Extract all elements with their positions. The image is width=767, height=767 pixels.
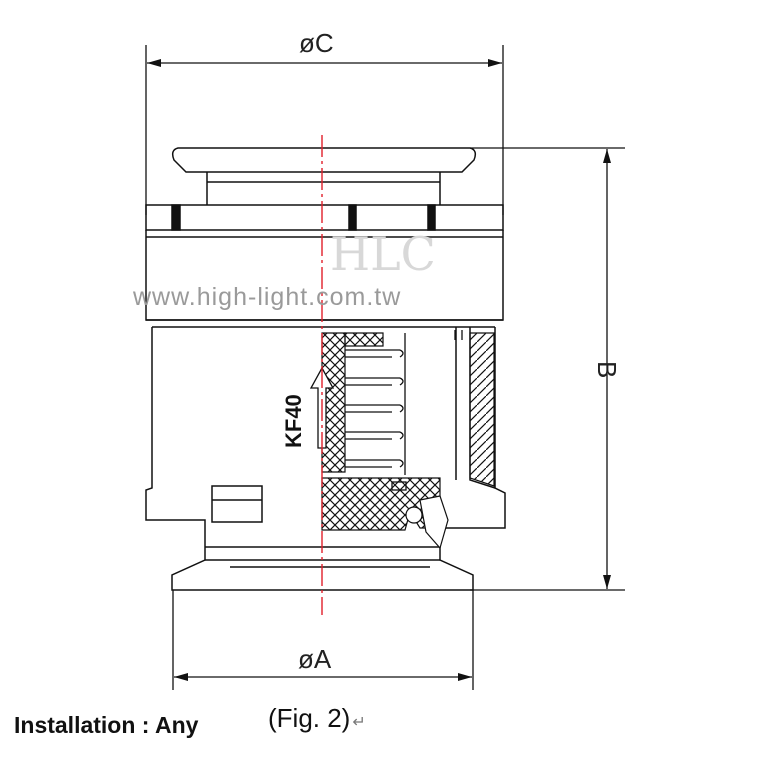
return-mark: ↵: [352, 714, 366, 731]
section-hatching: [321, 332, 495, 550]
dimension-a: [172, 590, 474, 690]
installation-caption: Installation : Any: [14, 712, 199, 738]
watermark-url: www.high-light.com.tw: [132, 283, 401, 311]
dimension-b: [470, 147, 625, 591]
upper-ring: [145, 204, 504, 231]
flange-label: KF40: [281, 394, 306, 448]
dimension-a-label: øA: [298, 644, 332, 674]
dimension-c: [145, 45, 504, 215]
figure-label: (Fig. 2): [268, 703, 351, 733]
top-cap: [171, 147, 477, 173]
figure-caption: (Fig. 2)↵: [268, 703, 366, 734]
dimension-c-label: øC: [299, 28, 334, 58]
watermark-logo: HLC: [330, 227, 436, 281]
spring: [345, 330, 463, 491]
valve-body: [145, 147, 506, 591]
dimension-b-label: B: [592, 361, 622, 378]
